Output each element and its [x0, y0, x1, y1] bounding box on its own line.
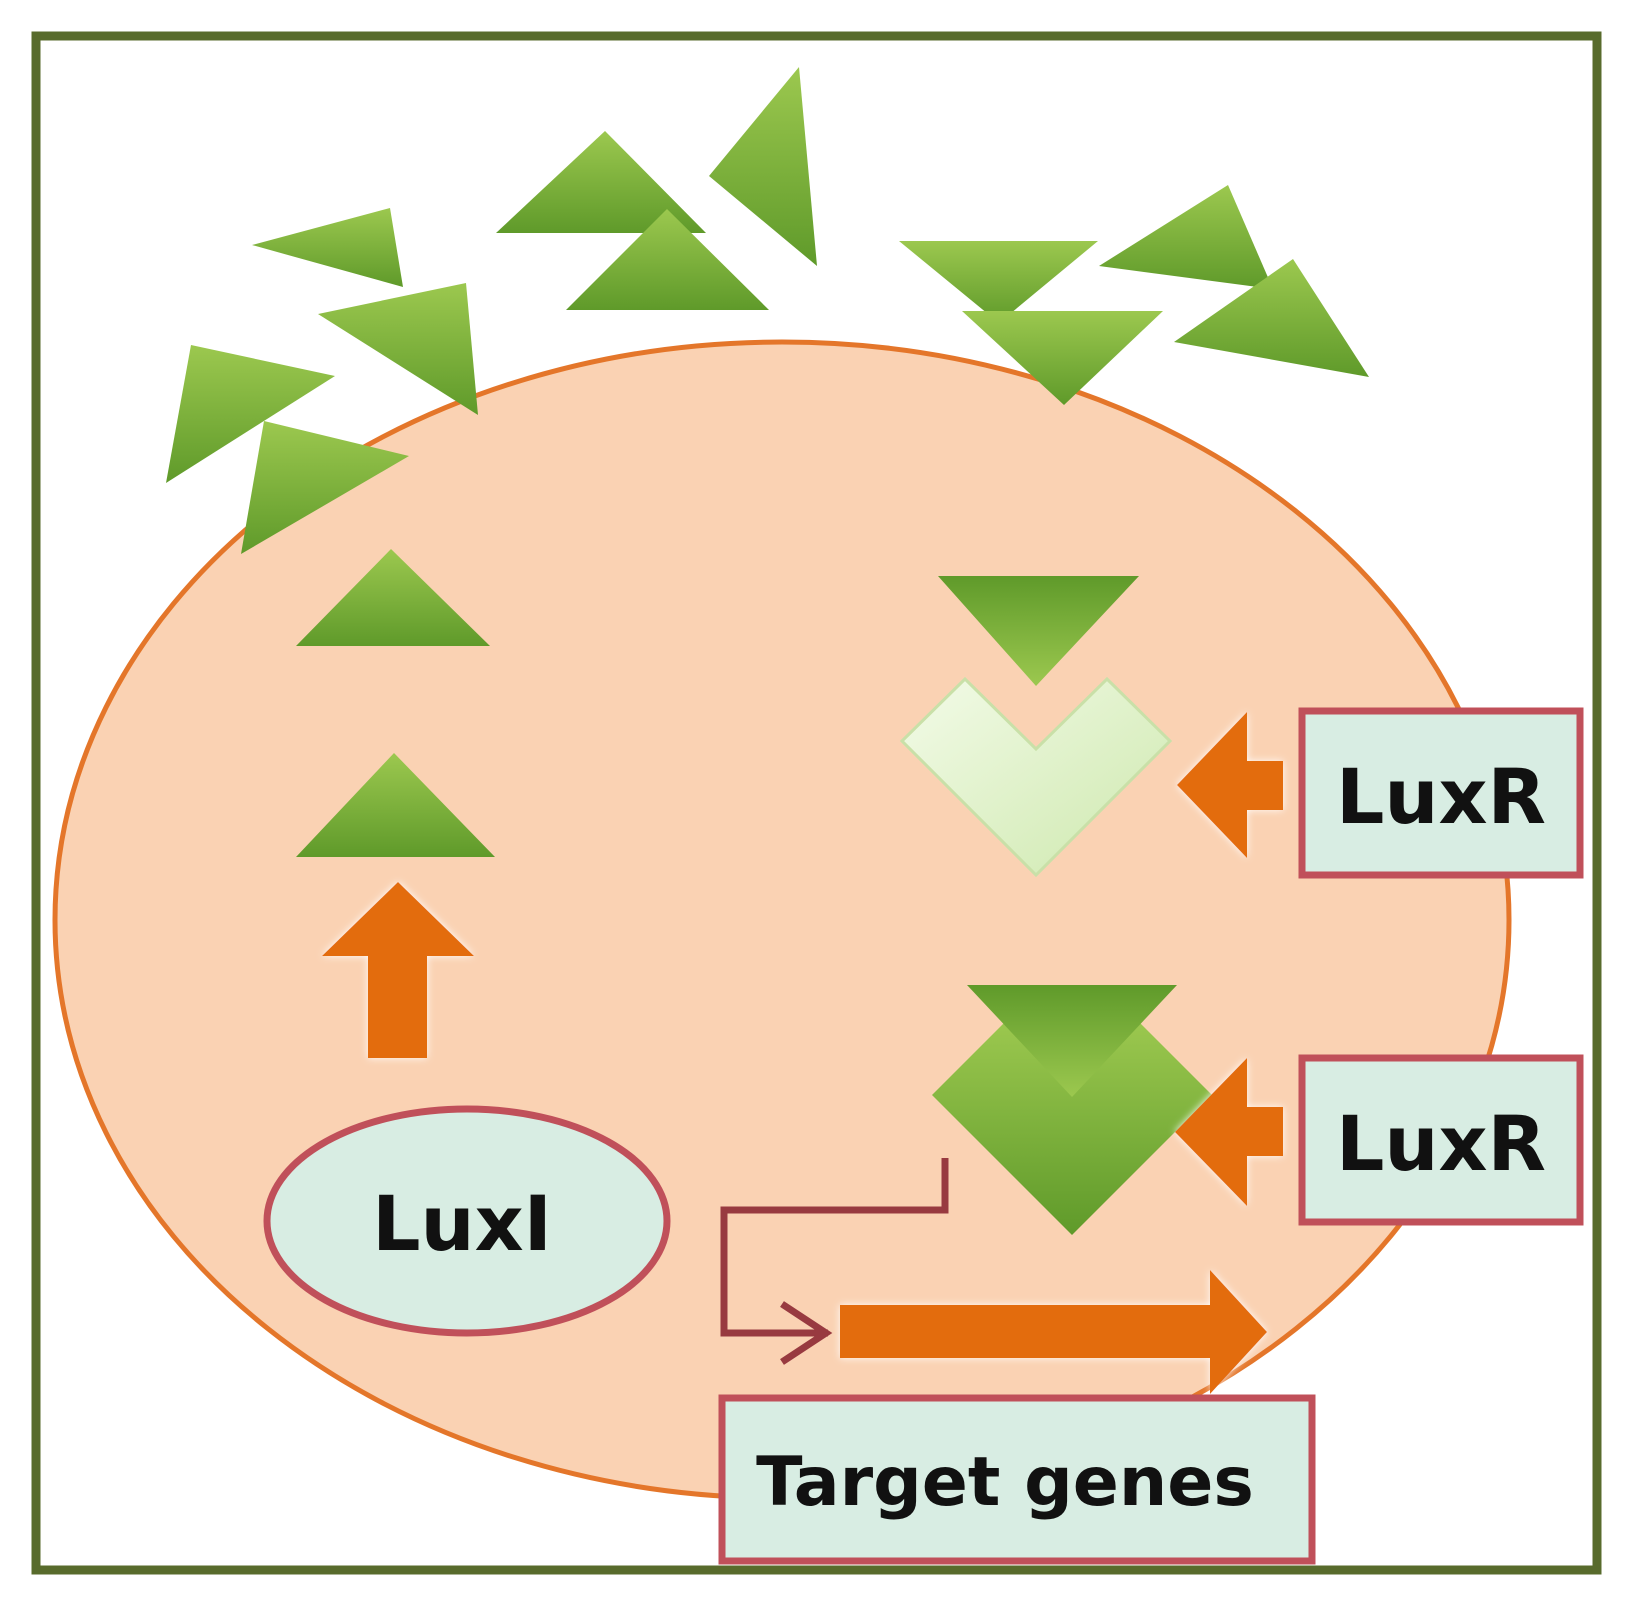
- luxr-box-bottom: LuxR: [1298, 1054, 1584, 1226]
- luxr-label-top: LuxR: [1336, 752, 1546, 841]
- chevron-receptor-icon: [899, 676, 1173, 878]
- luxr-label-bottom: LuxR: [1336, 1099, 1546, 1188]
- green-triangle-icon: [1174, 259, 1369, 377]
- green-triangle-icon: [899, 241, 1098, 323]
- green-triangle-icon: [496, 131, 706, 233]
- orange-block-arrow-icon: [322, 882, 474, 1058]
- green-triangle-icon: [318, 283, 478, 415]
- luxi-node: LuxI: [263, 1105, 671, 1337]
- green-triangle-icon: [296, 549, 490, 646]
- extracellular-autoinducers: [166, 67, 1369, 554]
- receptor-bound-group: LuxR: [932, 985, 1584, 1235]
- green-triangle-icon: [1099, 185, 1273, 289]
- orange-block-arrow-icon: [1175, 1058, 1283, 1206]
- target-genes-rect: [718, 1394, 1316, 1565]
- intracellular-autoinducers: [296, 549, 495, 857]
- green-triangle-icon: [252, 208, 403, 287]
- green-triangle-icon: [962, 311, 1163, 405]
- luxi-oval: [263, 1105, 671, 1337]
- receptor-unbound-group: LuxR: [899, 576, 1584, 879]
- promoter-arrowhead: [780, 1301, 833, 1365]
- orange-block-arrow-icon: [1177, 712, 1283, 858]
- green-triangle-icon: [241, 421, 409, 554]
- luxr-box-bottom-rect: [1298, 1054, 1584, 1226]
- green-triangle-icon: [166, 345, 335, 483]
- green-triangle-icon: [296, 753, 495, 857]
- green-triangle-icon: [967, 985, 1177, 1097]
- green-triangle-icon: [709, 67, 817, 266]
- green-triangle-icon: [566, 209, 769, 310]
- promoter-arrow: [720, 1158, 949, 1365]
- luxi-label: LuxI: [372, 1179, 552, 1268]
- target-genes-box: Target genes: [718, 1394, 1316, 1565]
- green-triangle-icon: [938, 576, 1139, 686]
- luxr-box-top-rect: [1298, 707, 1584, 879]
- promoter-line: [720, 1158, 949, 1337]
- chevron-receptor-icon: [932, 1019, 1212, 1235]
- gene-block-arrow-icon: [840, 1270, 1267, 1394]
- luxr-box-top: LuxR: [1298, 707, 1584, 879]
- target-genes-label: Target genes: [756, 1443, 1254, 1522]
